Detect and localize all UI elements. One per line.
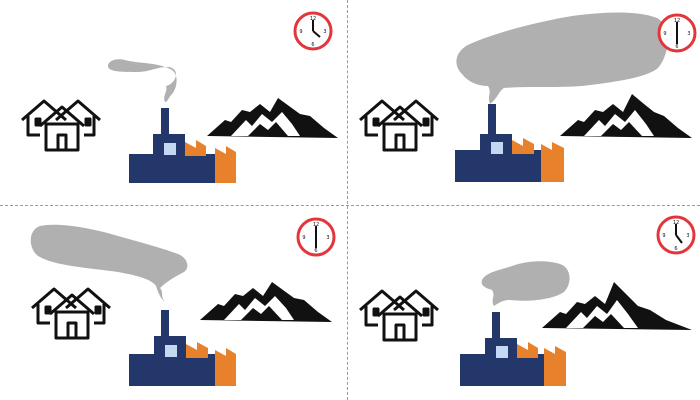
- mountain-icon: [200, 282, 332, 322]
- clock-9: 9: [663, 31, 666, 37]
- panel-top-left: 12 3 6 9: [0, 0, 345, 198]
- clock-6: 6: [314, 248, 317, 254]
- horizontal-divider: [0, 205, 700, 206]
- panel-bottom-right: 12 3 6 9: [352, 202, 697, 400]
- clock-3: 3: [326, 235, 329, 241]
- mountain-icon: [207, 98, 338, 138]
- clock-3: 3: [687, 31, 690, 37]
- factory-icon: [455, 104, 564, 182]
- clock-12: 12: [674, 18, 680, 24]
- clock-3: 3: [686, 233, 689, 239]
- clock-3: 3: [323, 29, 326, 35]
- smoke-plume: [456, 12, 668, 104]
- panel-top-right: 12 3 6 9: [352, 0, 697, 198]
- clock-icon: 12 3 6 9: [296, 217, 336, 257]
- smoke-plume: [481, 261, 570, 306]
- clock-icon: 12 3 6 9: [657, 13, 697, 53]
- houses-icon: [31, 287, 111, 340]
- factory-icon: [129, 310, 236, 386]
- clock-6: 6: [311, 42, 314, 48]
- clock-12: 12: [673, 220, 679, 226]
- clock-6: 6: [674, 246, 677, 252]
- clock-9: 9: [299, 29, 302, 35]
- panel-bottom-left: 12 3 6 9: [0, 202, 345, 400]
- clock-9: 9: [302, 235, 305, 241]
- factory-icon: [460, 312, 566, 386]
- houses-icon: [359, 99, 439, 152]
- clock-icon: 12 3 6 9: [656, 215, 696, 255]
- mountain-icon: [542, 282, 692, 330]
- smoke-plume: [30, 224, 188, 302]
- houses-icon: [359, 289, 439, 342]
- houses-icon: [21, 99, 101, 152]
- clock-12: 12: [310, 16, 316, 22]
- clock-6: 6: [675, 44, 678, 50]
- smoke-plume: [108, 59, 177, 102]
- clock-12: 12: [313, 222, 319, 228]
- vertical-divider: [347, 0, 348, 400]
- clock-9: 9: [662, 233, 665, 239]
- clock-icon: 12 3 6 9: [293, 11, 333, 51]
- mountain-icon: [560, 94, 692, 138]
- factory-icon: [129, 108, 236, 183]
